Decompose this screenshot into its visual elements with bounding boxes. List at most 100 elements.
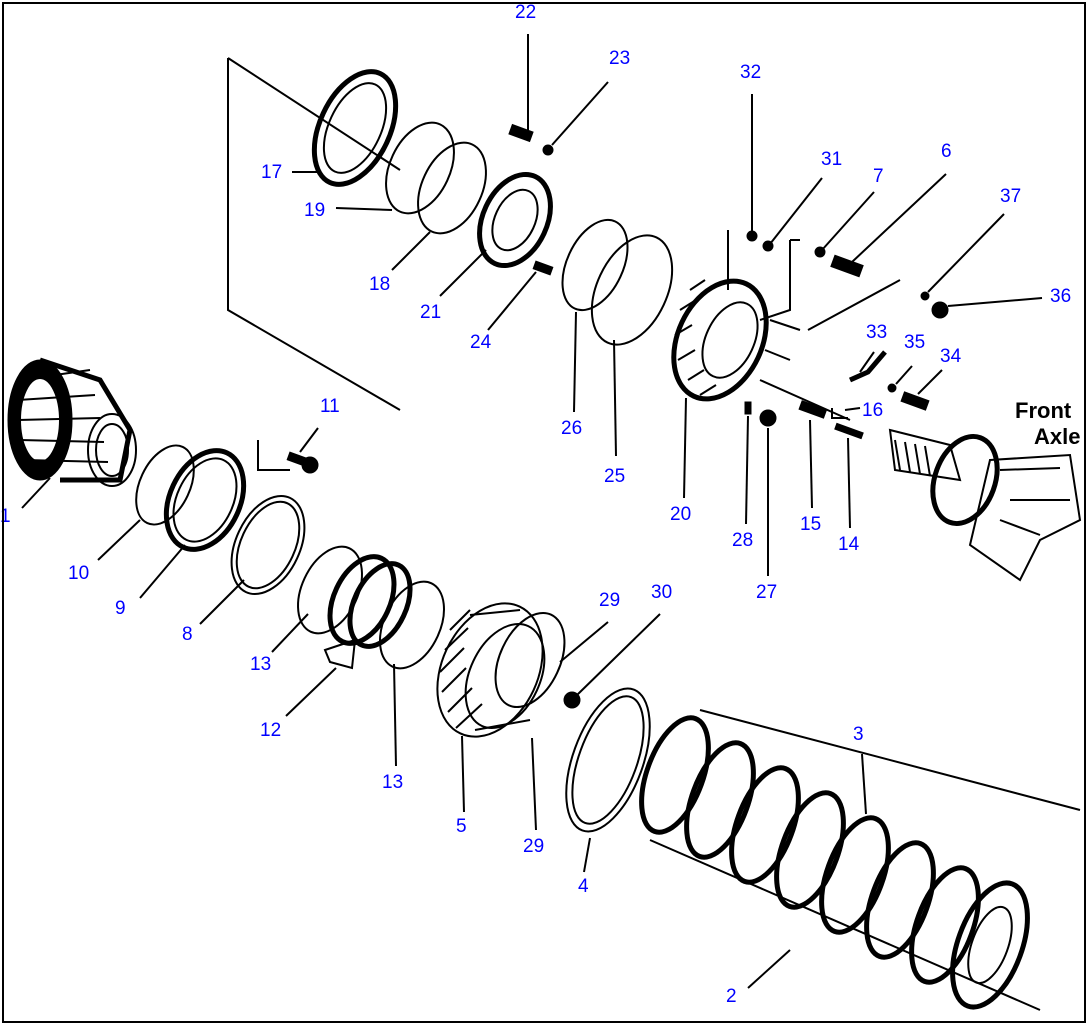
- part-8-ring: [230, 494, 306, 596]
- leader-11: [299, 427, 319, 453]
- leader-30: [575, 613, 661, 697]
- callout-28: 28: [732, 530, 753, 551]
- leader-3: [861, 753, 867, 815]
- leader-25: [613, 339, 617, 457]
- part-25-ring: [590, 234, 674, 346]
- callout-1: 1: [0, 506, 11, 527]
- leader-21: [439, 249, 487, 297]
- leader-23: [551, 81, 609, 146]
- callout-34: 34: [940, 346, 962, 367]
- part-19-ring: [385, 121, 455, 215]
- part-12-ring: [323, 554, 413, 670]
- callout-3: 3: [853, 724, 864, 745]
- callout-20: 20: [670, 504, 691, 525]
- leader-29b: [531, 737, 537, 831]
- part-20-housing: [671, 278, 801, 402]
- part-22-bolt: [508, 123, 534, 143]
- callout-2: 2: [726, 986, 737, 1007]
- callout-33: 33: [866, 322, 887, 343]
- callout-30: 30: [651, 582, 672, 603]
- leader-20: [683, 397, 687, 499]
- callout-7: 7: [873, 166, 884, 187]
- callout-29b: 29: [523, 836, 544, 857]
- callout-21: 21: [420, 302, 441, 323]
- leader-24: [487, 271, 537, 331]
- callout-8: 8: [182, 624, 193, 645]
- leader-15: [809, 419, 813, 509]
- leader-13a: [271, 613, 309, 653]
- part-37-fitting: [920, 291, 930, 301]
- leader-14: [847, 437, 851, 529]
- part-11-bolt: [286, 451, 319, 474]
- part-28-pin: [744, 401, 752, 415]
- callout-29a: 29: [599, 590, 620, 611]
- part-17-seal: [311, 69, 399, 187]
- callout-32: 32: [740, 62, 761, 83]
- part-24-pin: [532, 260, 554, 276]
- part-23-washer: [542, 144, 554, 156]
- group-line-17-21: [227, 57, 401, 411]
- part-32-plug: [746, 230, 758, 242]
- front-axle-assembly: [888, 428, 1082, 582]
- leader-31: [769, 177, 823, 245]
- callout-37: 37: [1000, 186, 1021, 207]
- part-14-pin: [834, 422, 864, 440]
- callout-12: 12: [260, 720, 281, 741]
- leader-26: [573, 311, 577, 413]
- leader-33: [859, 351, 875, 373]
- part-33-bracket: [848, 350, 887, 383]
- part-21-retainer: [477, 171, 553, 269]
- leader-13b: [393, 663, 397, 767]
- callout-18: 18: [369, 274, 390, 295]
- part-35-washer: [887, 383, 897, 393]
- callout-10: 10: [68, 563, 89, 584]
- leader-4: [583, 837, 591, 873]
- callout-13b: 13: [382, 772, 403, 793]
- callout-36: 36: [1050, 286, 1071, 307]
- callout-35: 35: [904, 332, 925, 353]
- leader-5: [461, 735, 465, 813]
- caption-front: Front: [1015, 398, 1072, 423]
- leader-34: [917, 369, 943, 395]
- callout-13a: 13: [250, 654, 271, 675]
- leader-37: [927, 213, 1005, 293]
- part-5-splined-hub: [436, 602, 566, 738]
- part-26-ring: [561, 218, 629, 312]
- callout-22: 22: [515, 2, 536, 23]
- callout-6: 6: [941, 141, 952, 162]
- group-line-11: [257, 440, 290, 471]
- group-line-axle: [759, 279, 901, 421]
- leader-35: [895, 365, 913, 385]
- leader-29a: [559, 621, 609, 663]
- leader-36: [947, 297, 1043, 307]
- part-10-ring: [135, 444, 195, 526]
- callout-17: 17: [261, 162, 282, 183]
- part-6-bolt: [830, 254, 864, 278]
- part-9-ring: [163, 448, 247, 552]
- leader-1: [21, 477, 51, 509]
- part-1-hub: [7, 357, 137, 487]
- leader-10: [97, 519, 141, 561]
- callout-5: 5: [456, 816, 467, 837]
- leader-12: [285, 667, 337, 717]
- callout-15: 15: [800, 514, 821, 535]
- callout-31: 31: [821, 149, 842, 170]
- callout-16: 16: [862, 400, 883, 421]
- leader-19: [335, 207, 393, 211]
- leader-28: [745, 415, 749, 525]
- part-36-cap: [931, 301, 949, 319]
- leader-16: [844, 407, 861, 411]
- leader-6: [851, 173, 947, 263]
- leader-8: [199, 579, 245, 625]
- callout-24: 24: [470, 332, 492, 353]
- callout-19: 19: [304, 200, 325, 221]
- leader-18: [391, 231, 431, 271]
- callout-14: 14: [838, 534, 860, 555]
- part-34-bolt: [900, 391, 930, 411]
- part-2-3-disc-pack: [639, 709, 1081, 1011]
- callout-25: 25: [604, 466, 625, 487]
- group-line-20: [727, 230, 800, 321]
- leader-7: [821, 191, 875, 251]
